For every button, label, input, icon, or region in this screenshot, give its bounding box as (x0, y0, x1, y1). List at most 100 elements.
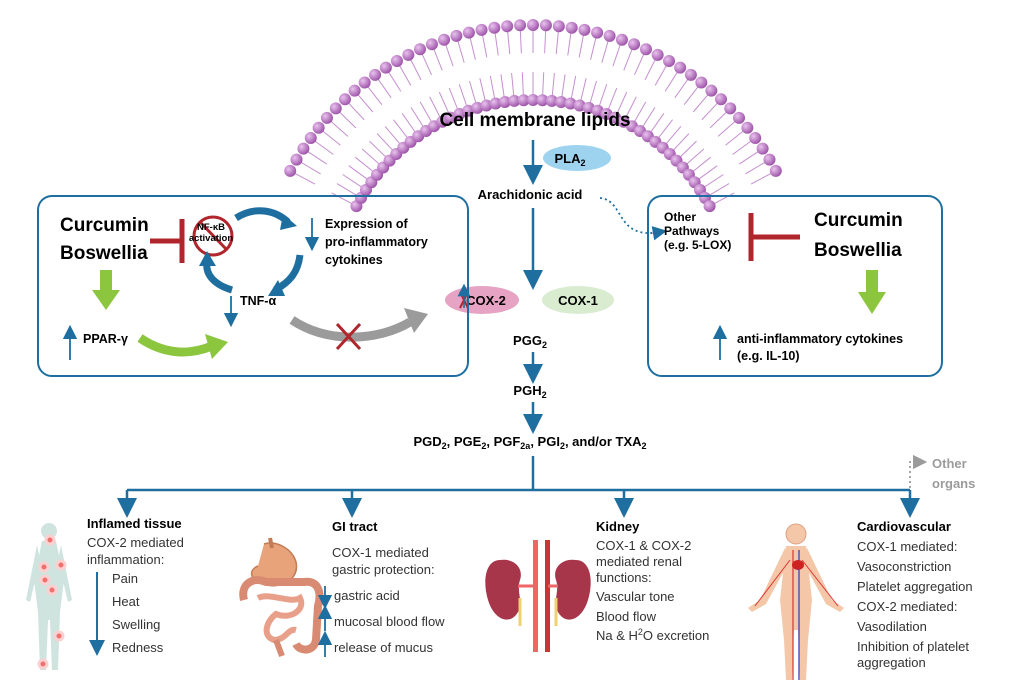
right-herb-box (647, 195, 943, 377)
other-pathways-3: (e.g. 5-LOX) (664, 238, 731, 252)
pla2-badge (543, 145, 611, 171)
cycle-arrow-left (203, 261, 234, 294)
lipid-head (425, 38, 438, 51)
cardio-line-4: COX-2 mediated: (857, 599, 957, 614)
lipid-head (565, 21, 578, 34)
gi-tract-icon (239, 537, 324, 658)
anti-inflammatory-eg: (e.g. IL-10) (737, 349, 800, 363)
lipid-head (320, 111, 333, 124)
cycle-arrow-top (234, 207, 291, 225)
kidney-icon (485, 540, 591, 652)
lipid-head (369, 68, 382, 81)
pla2-label: PLA2 (554, 151, 585, 168)
right-green-down-shaft (866, 270, 878, 294)
lipid-head (573, 99, 586, 112)
gi-item-mucosal-blood-flow: mucosal blood flow (334, 614, 445, 629)
lipid-head (489, 97, 502, 110)
expression-line-3: cytokines (325, 253, 383, 267)
cardio-line-7: aggregation (857, 655, 926, 670)
human-silhouette-icon (26, 523, 72, 670)
other-organs-1: Other (932, 456, 967, 471)
gray-blocked-arrow (289, 316, 413, 342)
blocked-x-b (335, 322, 362, 351)
nfkb-label: NF-κB (197, 222, 225, 233)
anti-inflammatory-label: anti-inflammatory cytokines (737, 332, 903, 346)
gi-title: GI tract (332, 519, 378, 534)
kidney-desc-1: COX-1 & COX-2 (596, 538, 691, 553)
lipid-head (749, 132, 762, 145)
lipid-head (663, 55, 676, 68)
gi-item-release-of-mucus: release of mucus (334, 640, 433, 655)
nfkb-activation-label: activation (189, 233, 234, 244)
inflamed-item-swelling: Swelling (112, 617, 160, 632)
expression-line-1: Expression of (325, 217, 408, 231)
lipid-head (402, 48, 415, 61)
lipid-head (695, 76, 708, 89)
cardio-line-5: Vasodilation (857, 619, 927, 634)
gi-item-gastric-acid: gastric acid (334, 588, 400, 603)
lipid-head (450, 29, 463, 42)
cardio-line-2: Vasoconstriction (857, 559, 951, 574)
lipid-head (545, 94, 558, 107)
lipid-head (312, 121, 325, 134)
arachidonic-acid-label: Arachidonic acid (478, 187, 583, 202)
lipid-head (591, 26, 604, 39)
left-boswellia: Boswellia (60, 243, 148, 264)
expression-line-2: pro-inflammatory (325, 235, 428, 249)
lipid-head (379, 61, 392, 74)
lipid-head (348, 84, 361, 97)
left-green-down-head (92, 290, 120, 310)
cardio-line-3: Platelet aggregation (857, 579, 973, 594)
cox1-label: COX-1 (558, 293, 598, 308)
lipid-head (527, 94, 539, 106)
lipid-head (715, 93, 728, 106)
lipid-head (684, 68, 697, 81)
cycle-arrowhead-right (268, 280, 285, 296)
inflamed-item-pain: Pain (112, 571, 138, 586)
lipid-head (763, 153, 776, 166)
right-boswellia: Boswellia (814, 240, 902, 261)
lipid-head (517, 94, 530, 107)
right-green-down-head (858, 292, 886, 314)
lipid-head (438, 33, 451, 46)
lipid-head (329, 102, 342, 115)
pgg2-label: PGG2 (513, 333, 547, 350)
lipid-head (536, 94, 549, 107)
lipid-head (603, 29, 616, 42)
lipid-head (705, 84, 718, 97)
lipid-head (756, 142, 769, 155)
gi-desc-1: COX-1 mediated (332, 545, 429, 560)
pgh2-label: PGH2 (513, 383, 546, 400)
kidney-item-excretion: Na & H2O excretion (596, 627, 709, 643)
lipid-head (501, 20, 514, 33)
lipid-head (338, 93, 351, 106)
ppar-label: PPAR-γ (83, 332, 128, 346)
cardiovascular-body-icon (748, 523, 844, 680)
lipid-head (414, 43, 427, 56)
tnf-label: TNF-α (240, 294, 276, 308)
lipid-head (471, 101, 484, 114)
ppar-green-arrowhead (205, 334, 228, 359)
lipid-head (462, 26, 475, 39)
cell-membrane (284, 19, 782, 213)
lipid-head (674, 61, 687, 74)
prostanoid-products: PGD2, PGE2, PGF2a, PGI2, and/or TXA2 (413, 434, 646, 451)
ppar-green-arrow (137, 334, 214, 357)
lipid-head (724, 102, 737, 115)
dotted-arrow-other-pathways (599, 197, 668, 241)
kidney-desc-3: functions: (596, 570, 652, 585)
lipid-head (555, 95, 568, 108)
other-pathways-1: Other (664, 210, 696, 224)
lipid-head (475, 23, 488, 36)
lipid-head (480, 99, 493, 112)
lipid-head (552, 20, 565, 33)
right-curcumin: Curcumin (814, 210, 903, 231)
kidney-desc-2: mediated renal (596, 554, 682, 569)
cox2-label: COX-2 (466, 293, 506, 308)
lipid-head (297, 142, 310, 155)
lipid-head (488, 21, 501, 34)
lipid-head (741, 121, 754, 134)
lipid-head (578, 23, 591, 36)
lipid-head (508, 94, 521, 107)
